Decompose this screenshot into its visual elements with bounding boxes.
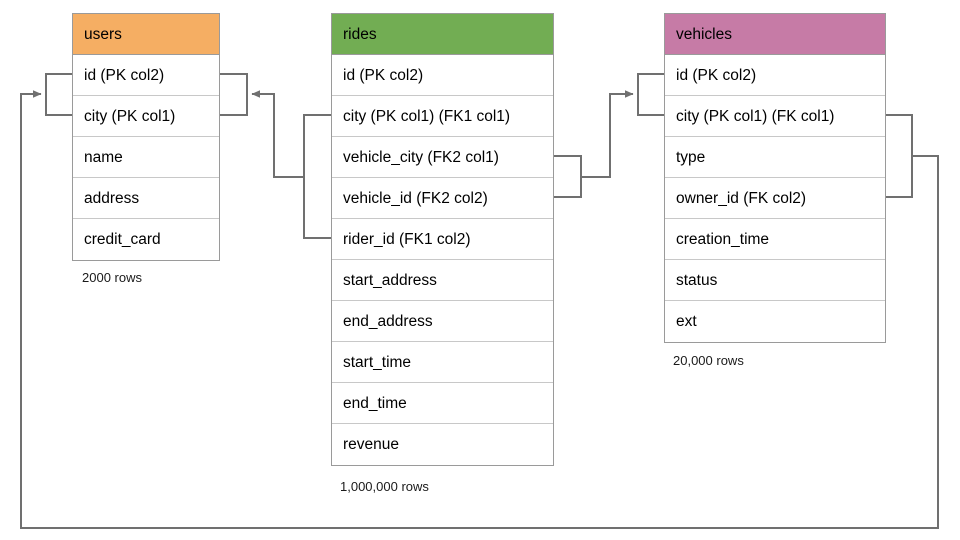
table-row[interactable]: city (PK col1) bbox=[73, 96, 219, 137]
table-rides-header: rides bbox=[332, 14, 553, 55]
table-row[interactable]: creation_time bbox=[665, 219, 885, 260]
table-row[interactable]: status bbox=[665, 260, 885, 301]
table-row[interactable]: start_address bbox=[332, 260, 553, 301]
table-row[interactable]: id (PK col2) bbox=[665, 55, 885, 96]
table-rides-row-count: 1,000,000 rows bbox=[340, 479, 429, 494]
table-row[interactable]: city (PK col1) (FK col1) bbox=[665, 96, 885, 137]
table-row[interactable]: id (PK col2) bbox=[332, 55, 553, 96]
table-row[interactable]: id (PK col2) bbox=[73, 55, 219, 96]
table-row[interactable]: credit_card bbox=[73, 219, 219, 260]
table-row[interactable]: type bbox=[665, 137, 885, 178]
table-row[interactable]: owner_id (FK col2) bbox=[665, 178, 885, 219]
table-row[interactable]: address bbox=[73, 178, 219, 219]
table-row[interactable]: city (PK col1) (FK1 col1) bbox=[332, 96, 553, 137]
table-users-row-count: 2000 rows bbox=[82, 270, 142, 285]
table-row[interactable]: end_address bbox=[332, 301, 553, 342]
table-users[interactable]: users id (PK col2) city (PK col1) name a… bbox=[72, 13, 220, 261]
connector-bracket-vehicles-right bbox=[886, 114, 913, 198]
table-row[interactable]: rider_id (FK1 col2) bbox=[332, 219, 553, 260]
connector-bracket-users-left bbox=[45, 73, 72, 116]
connector-bracket-vehicles-left bbox=[637, 73, 664, 116]
table-row[interactable]: vehicle_city (FK2 col1) bbox=[332, 137, 553, 178]
table-row[interactable]: vehicle_id (FK2 col2) bbox=[332, 178, 553, 219]
table-rides[interactable]: rides id (PK col2) city (PK col1) (FK1 c… bbox=[331, 13, 554, 466]
connector-rides-to-users bbox=[251, 90, 304, 178]
table-vehicles-header: vehicles bbox=[665, 14, 885, 55]
table-vehicles-row-count: 20,000 rows bbox=[673, 353, 744, 368]
table-row[interactable]: revenue bbox=[332, 424, 553, 465]
connector-bracket-users-right bbox=[220, 73, 248, 116]
connector-bracket-rides-right bbox=[554, 155, 582, 198]
table-row[interactable]: name bbox=[73, 137, 219, 178]
table-users-header: users bbox=[73, 14, 219, 55]
connector-bracket-rides-left bbox=[303, 114, 331, 239]
connector-rides-to-vehicles bbox=[581, 90, 634, 178]
table-vehicles[interactable]: vehicles id (PK col2) city (PK col1) (FK… bbox=[664, 13, 886, 343]
table-row[interactable]: ext bbox=[665, 301, 885, 342]
table-row[interactable]: end_time bbox=[332, 383, 553, 424]
table-row[interactable]: start_time bbox=[332, 342, 553, 383]
